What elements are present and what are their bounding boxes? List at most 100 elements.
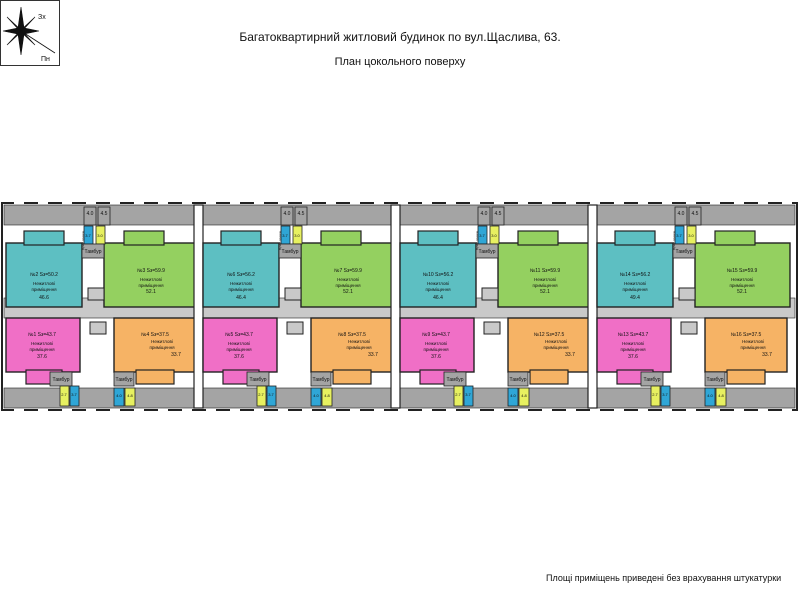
unit-header: №4 Sз=37.5 [141,332,169,338]
unit-header: №10 Sз=56.2 [423,272,454,278]
bay-window [220,230,262,246]
bay-window [135,369,175,385]
unit-type: Нежитлові [337,277,359,282]
vestibule [113,371,135,387]
small-room [650,385,661,407]
unit-area: 46.4 [236,295,246,301]
vestibule-label: Тамбур [676,249,693,255]
small-room-area: 3.7 [71,392,77,397]
small-room-area: 3.7 [676,233,682,238]
compass-west-label: Зх [38,14,46,21]
unit-type: Нежитлові [624,281,646,286]
bay-window [714,230,756,246]
bay-window [123,230,165,246]
vestibule-label: Тамбур [707,377,724,383]
unit-header: №12 Sз=37.5 [534,332,565,338]
vestibule-label: Тамбур [510,377,527,383]
bay-window [23,230,65,246]
small-room-area: 2.7 [455,392,461,397]
small-room-area: 3.7 [282,233,288,238]
small-room [674,206,688,226]
stair-void [483,321,501,335]
unit-u15 [694,242,791,308]
unit-type: Нежитлові [151,339,173,344]
small-room [256,385,267,407]
unit-header: №5 Sз=43.7 [225,332,253,338]
small-room-area: 4.5 [692,211,699,217]
unit-type: приміщення [29,347,55,352]
small-room [660,385,671,407]
unit-u2 [5,242,83,308]
bay-window [417,230,459,246]
unit-type: Нежитлові [425,341,447,346]
small-room [715,387,727,407]
unit-area: 46.6 [39,295,49,301]
small-room-area: 4.8 [718,393,724,398]
unit-header: №8 Sз=37.5 [338,332,366,338]
unit-type: приміщення [425,287,451,292]
stair-void [286,321,304,335]
small-room-area: 3.0 [294,233,300,238]
vestibule-label: Тамбур [313,377,330,383]
unit-area: 37.6 [37,354,47,360]
unit-u3 [103,242,200,308]
vestibule-label: Тамбур [282,249,299,255]
small-room [59,385,70,407]
unit-type: приміщення [138,283,164,288]
unit-header: №7 Sз=59.9 [334,268,362,274]
vestibule [475,243,499,259]
footnote: Площі приміщень приведені без врахування… [546,573,782,583]
small-room-area: 3.0 [491,233,497,238]
unit-type: приміщення [622,287,648,292]
unit-area: 52.1 [540,289,550,295]
unit-area: 49.4 [630,295,640,301]
compass: Зх Пн [0,0,60,66]
section-divider [390,204,401,409]
bay-window [614,230,656,246]
small-room-area: 4.0 [284,211,291,217]
unit-u11 [497,242,594,308]
unit-u1 [5,317,81,373]
unit-u9 [399,317,475,373]
unit-area: 52.1 [737,289,747,295]
small-room-area: 2.7 [61,392,67,397]
small-room-area: 3.7 [85,233,91,238]
vestibule [278,243,302,259]
small-room [491,206,505,226]
stair-void [87,287,105,301]
vestibule [704,371,726,387]
unit-type: приміщення [620,347,646,352]
small-room-area: 4.0 [313,393,319,398]
bay-window [517,230,559,246]
small-room-area: 3.0 [97,233,103,238]
unit-header: №3 Sз=59.9 [137,268,165,274]
compass-rose-icon [2,6,56,56]
unit-type: Нежитлові [33,281,55,286]
bay-window [529,369,569,385]
unit-header: №2 Sз=50.2 [30,272,58,278]
small-room [266,385,277,407]
small-room-area: 4.0 [116,393,122,398]
unit-area: 33.7 [368,352,378,358]
stair-void [89,321,107,335]
unit-area: 37.6 [628,354,638,360]
small-room-area: 4.0 [707,393,713,398]
unit-u7 [300,242,397,308]
unit-u13 [596,317,672,373]
small-room [518,387,530,407]
unit-u14 [596,242,674,308]
vestibule-label: Тамбур [644,377,661,383]
small-room [453,385,464,407]
unit-header: №15 Sз=59.9 [727,268,758,274]
unit-type: Нежитлові [348,339,370,344]
unit-header: №13 Sз=43.7 [618,332,649,338]
unit-type: приміщення [423,347,449,352]
small-room-area: 4.0 [678,211,685,217]
vestibule [507,371,529,387]
unit-u16 [704,317,788,373]
vestibule-label: Тамбур [53,377,70,383]
unit-type: Нежитлові [228,341,250,346]
small-room-area: 3.7 [465,392,471,397]
small-room-area: 4.0 [481,211,488,217]
unit-area: 52.1 [343,289,353,295]
